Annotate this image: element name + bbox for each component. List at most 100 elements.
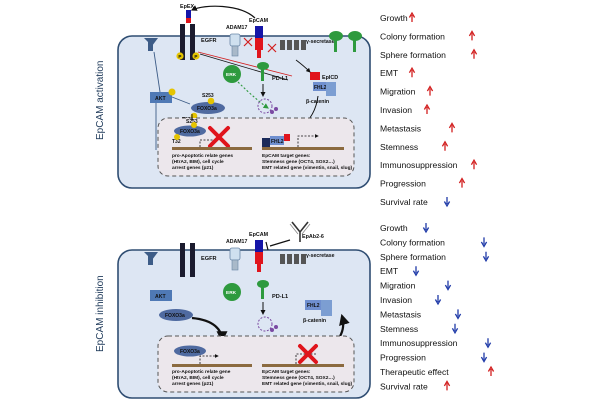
epcam-receptor xyxy=(255,26,263,58)
akt-node xyxy=(150,92,172,103)
down-arrow-icon xyxy=(412,266,420,277)
fhl2-node xyxy=(313,82,327,91)
tss-arrow-left xyxy=(199,354,219,364)
gamma-secretase-label: γ-secretase xyxy=(306,39,335,45)
dna-strand-right xyxy=(262,147,344,150)
phospho-icon xyxy=(191,122,197,128)
down-arrow-icon xyxy=(480,352,488,363)
outcome-label: Therapeutic effect xyxy=(380,367,449,377)
pdl1-cytoplasm-icon xyxy=(257,280,269,288)
outcome-label: Colony formation xyxy=(380,31,445,41)
outcome-label: Growth xyxy=(380,223,408,233)
outcome-label: Stemness xyxy=(380,324,418,334)
outcome-label: Survival rate xyxy=(380,197,428,207)
adam17-label: ADAM17 xyxy=(226,239,247,245)
epex-ligand xyxy=(186,10,191,23)
outcome-label: EMT xyxy=(380,266,399,276)
down-arrow-icon xyxy=(434,295,442,306)
erk-activation-arrow xyxy=(237,81,269,109)
nuc-left-l2: (HtrA2, BIM), cell cycle xyxy=(172,375,224,381)
antibody-label: EpAb2-6 xyxy=(302,234,324,240)
up-arrow-icon xyxy=(487,365,495,376)
adam17-protein xyxy=(229,247,241,271)
tss-arrow-left xyxy=(199,139,214,147)
epcam-receptor xyxy=(255,240,263,272)
phospho-icon xyxy=(176,52,184,60)
egfr-label: EGFR xyxy=(201,256,217,262)
foxo3a-label: FOXO3a xyxy=(165,313,185,319)
phospho-icon xyxy=(174,134,180,140)
inhibition-panel: EpCAM inhibition EGFR ADAM17 EpCAM EpAb2… xyxy=(95,221,371,399)
beta-catenin-nuc-node xyxy=(262,138,270,147)
outcome-label: Stemness xyxy=(380,142,418,152)
epcam-label: EpCAM xyxy=(249,18,269,24)
outcome-label: Invasion xyxy=(380,105,412,115)
down-arrow-icon xyxy=(480,237,488,248)
epcam-label: EpCAM xyxy=(249,232,269,238)
outcome-label: Migration xyxy=(380,281,416,291)
down-arrow-icon xyxy=(454,309,462,320)
panel-label-inhibition: EpCAM inhibition xyxy=(95,275,106,352)
cleavage-mark xyxy=(243,37,253,47)
up-arrow-icon xyxy=(441,140,449,151)
foxo3a-label: FOXO3a xyxy=(197,106,217,112)
outcome-label: Progression xyxy=(380,179,426,189)
dna-strand-right xyxy=(262,364,344,367)
phospho-icon xyxy=(192,52,200,60)
truncated-receptor-icon xyxy=(144,38,158,51)
nuc-left-l3: arrest genes (p21) xyxy=(172,165,214,171)
down-arrow-icon xyxy=(482,251,490,263)
nuc-left-title: pro-Apoptotic relate gene xyxy=(172,369,231,375)
epicd-fragment xyxy=(310,72,320,80)
blocked-transcription-x xyxy=(208,126,230,148)
tss-arrow-right xyxy=(297,134,319,147)
down-arrow-icon xyxy=(484,338,492,349)
outcome-label: Sphere formation xyxy=(380,50,446,60)
nuc-left-title: pro-Apoptotic relate genes xyxy=(172,153,233,159)
nucleus xyxy=(157,117,355,177)
foxo3a-nucleus xyxy=(174,345,206,357)
phospho-icon xyxy=(207,97,215,105)
nuc-right-l2: Stemness gene (OCT4, SOX2…) xyxy=(262,375,335,381)
outcome-label: Invasion xyxy=(380,295,412,305)
phospho-icon xyxy=(168,88,176,96)
down-arrow-icon xyxy=(422,223,430,234)
outcome-label: EMT xyxy=(380,68,399,78)
akt-node xyxy=(150,290,172,301)
pdl1-stem xyxy=(261,69,264,81)
outcome-label: Immunosuppression xyxy=(380,160,458,170)
epicd-arrow xyxy=(295,59,311,73)
truncated-receptor-icon xyxy=(144,252,158,265)
nuc-right-l3: EMT related gene (vimentin, snail, slug) xyxy=(262,381,352,387)
ubiquitin-dot xyxy=(274,325,278,329)
pdl1-stem xyxy=(261,287,264,299)
up-arrow-icon xyxy=(448,122,456,133)
phospho-label: P xyxy=(194,54,197,59)
up-arrow-icon xyxy=(426,85,434,96)
up-arrow-icon xyxy=(470,158,478,170)
akt-label: AKT xyxy=(155,294,166,300)
s253-label: S253 xyxy=(202,93,214,99)
signal-line xyxy=(197,51,293,77)
akt-to-foxo-line xyxy=(171,96,191,105)
up-arrow-icon xyxy=(470,48,478,59)
cleavage-mark xyxy=(267,43,277,53)
nuc-left-l2: (HtrA2, BIM), cell cycle xyxy=(172,159,224,165)
antibody-block-line xyxy=(265,239,291,251)
outcome-label: Sphere formation xyxy=(380,252,446,262)
akt-link xyxy=(153,51,161,93)
down-arrow-icon xyxy=(444,280,452,291)
gamma-secretase-complex xyxy=(280,40,306,50)
fhl2-nuc-label: FHL2 xyxy=(271,139,284,145)
up-arrow-icon xyxy=(443,380,451,391)
up-arrow-icon xyxy=(408,66,416,78)
outcome-label: Immunosuppression xyxy=(380,338,458,348)
erk-label: ERK xyxy=(226,72,237,78)
activation-panel: EpCAM activation EGFR P P EpEX ADAM17 xyxy=(95,4,371,189)
blocked-transcription-x xyxy=(298,344,318,364)
down-arrow-icon xyxy=(443,197,451,208)
foxo3a-cytoplasm xyxy=(159,309,193,321)
